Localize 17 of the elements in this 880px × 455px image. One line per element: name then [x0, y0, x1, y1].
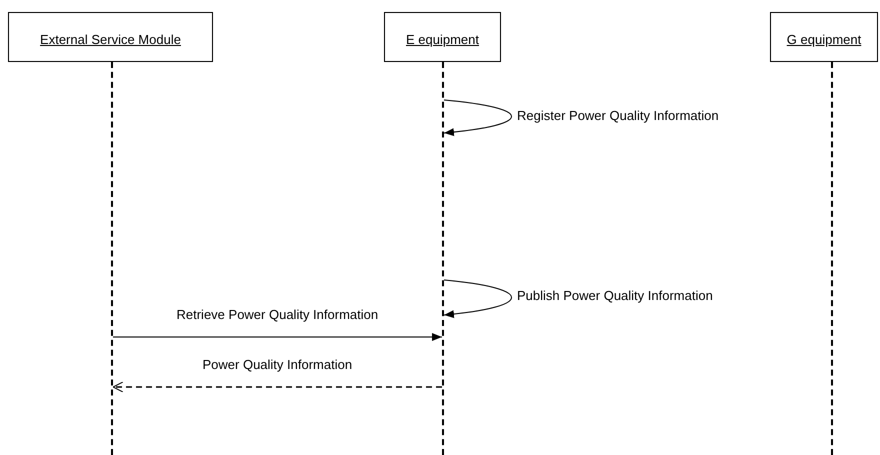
- participant-name: External Service Module: [40, 30, 181, 46]
- participant-name: E equipment: [406, 30, 479, 46]
- participant-name: G equipment: [786, 30, 862, 46]
- message-label: Register Power Quality Information: [515, 108, 721, 123]
- message-label: Retrieve Power Quality Information: [174, 307, 380, 322]
- lifeline-header-box: [384, 12, 501, 62]
- lifeline-header-box: [8, 12, 213, 62]
- lifeline-header-box: [770, 12, 878, 62]
- message-label: Power Quality Information: [200, 357, 354, 372]
- lifeline: [111, 62, 113, 455]
- self-message-arrow: [444, 280, 512, 318]
- lifeline: [831, 62, 833, 455]
- message-arrow: [112, 333, 442, 341]
- message-label: Publish Power Quality Information: [515, 288, 715, 303]
- self-message-arrow: [444, 100, 512, 136]
- lifeline: [442, 62, 444, 455]
- return-message-arrow: [112, 382, 442, 392]
